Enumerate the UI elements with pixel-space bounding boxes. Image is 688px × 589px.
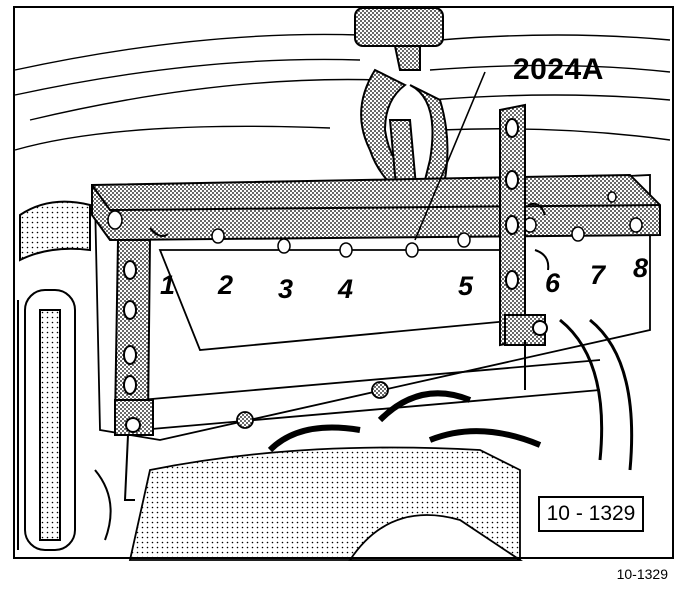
position-label-2: 2 xyxy=(218,270,234,300)
position-label-5: 5 xyxy=(458,271,474,301)
left-bracket xyxy=(113,239,154,501)
position-label-1: 1 xyxy=(160,270,176,300)
chain-links xyxy=(149,202,550,271)
reference-box-text: 10 - 1329 xyxy=(546,502,636,525)
position-label-8: 8 xyxy=(633,253,649,283)
tool-leader-line xyxy=(414,71,486,241)
footer-code: 10-1329 xyxy=(616,566,668,582)
reference-box: 10 - 1329 xyxy=(538,496,644,532)
position-label-4: 4 xyxy=(338,274,354,304)
position-label-7: 7 xyxy=(590,260,606,290)
position-label-6: 6 xyxy=(545,268,561,298)
lower-engine xyxy=(128,318,634,561)
lower-hose xyxy=(94,469,112,541)
position-label-3: 3 xyxy=(278,274,294,304)
left-pipes xyxy=(17,200,91,551)
beam-holes xyxy=(107,191,643,258)
right-bracket xyxy=(499,103,548,390)
tool-label: 2024A xyxy=(513,53,604,86)
figure-frame xyxy=(13,6,674,559)
bonnet xyxy=(14,10,671,151)
